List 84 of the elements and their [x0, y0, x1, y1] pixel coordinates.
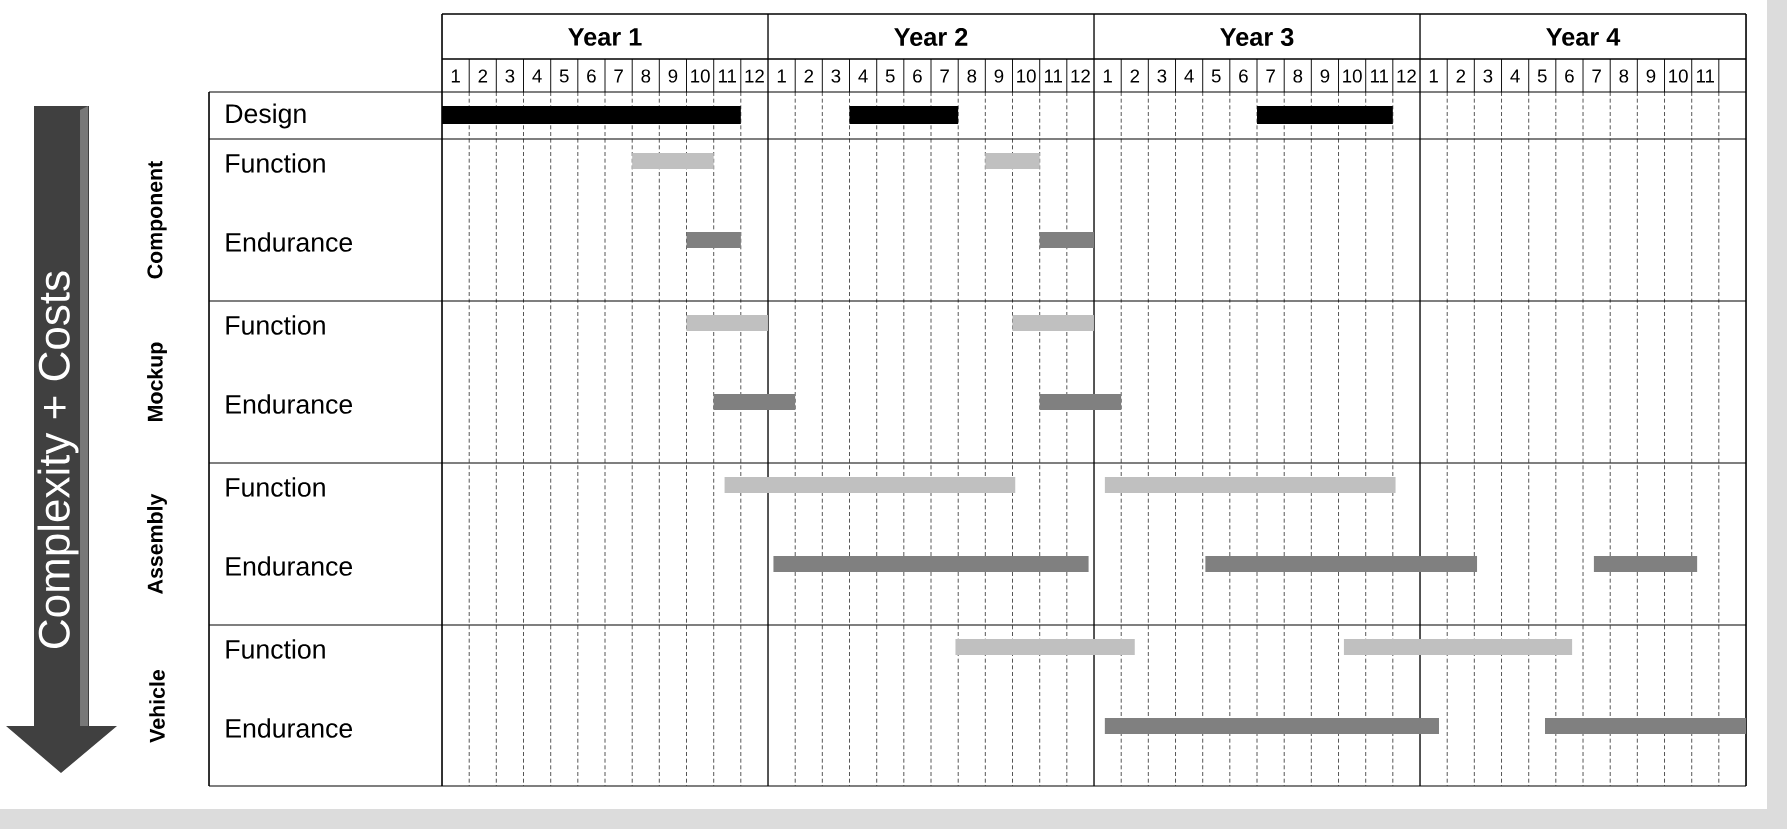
month-number: 5	[1537, 69, 1547, 83]
row-label: Endurance	[226, 556, 353, 576]
month-number: 1	[451, 69, 460, 83]
row-label: Design	[226, 103, 306, 129]
month-number: 5	[559, 69, 569, 83]
month-number: 11	[1044, 69, 1062, 83]
group-label: Component	[147, 161, 167, 279]
gantt-bar	[686, 315, 768, 331]
month-number: 4	[1184, 69, 1194, 83]
month-number: 12	[745, 69, 764, 83]
month-number: 11	[718, 69, 736, 83]
month-number: 2	[804, 69, 814, 83]
month-number: 9	[668, 69, 678, 83]
row-label: Function	[226, 639, 325, 659]
month-number: 11	[1370, 69, 1388, 83]
year-heading: Year 4	[1546, 28, 1621, 46]
month-number: 7	[940, 69, 949, 83]
month-number: 9	[994, 69, 1004, 83]
row-label: Endurance	[226, 718, 353, 738]
month-number: 1	[1103, 69, 1112, 83]
row-label: Function	[226, 315, 325, 335]
month-number: 5	[1211, 69, 1221, 83]
gantt-bar	[1039, 232, 1094, 248]
gantt-bar	[1205, 556, 1478, 572]
month-number: 6	[587, 69, 596, 83]
month-number: 4	[1510, 69, 1520, 83]
month-number: 7	[1592, 69, 1601, 83]
month-number: 7	[614, 69, 623, 83]
gantt-bar	[442, 106, 741, 124]
month-number: 3	[1157, 69, 1167, 83]
gantt-bar	[632, 153, 714, 169]
month-number: 2	[1130, 69, 1140, 83]
month-number: 9	[1320, 69, 1330, 83]
month-number: 8	[1619, 69, 1629, 83]
year-heading: Year 2	[894, 28, 968, 46]
month-number: 12	[1071, 69, 1090, 83]
year-heading: Year 3	[1220, 28, 1294, 46]
gantt-bar	[1593, 556, 1698, 572]
month-number: 12	[1397, 69, 1416, 83]
month-number: 7	[1266, 69, 1275, 83]
gantt-bar	[1545, 718, 1747, 734]
gantt-bar	[985, 153, 1040, 169]
row-label: Function	[226, 477, 325, 497]
month-number: 1	[1429, 69, 1438, 83]
month-number: 3	[1483, 69, 1493, 83]
gantt-bar	[1012, 315, 1094, 331]
month-number: 11	[1696, 69, 1714, 83]
gantt-bar	[773, 556, 1089, 572]
gantt-bar	[724, 477, 1016, 493]
gantt-bar	[955, 639, 1135, 655]
month-number: 10	[691, 69, 710, 83]
month-number: 10	[1017, 69, 1036, 83]
month-number: 6	[1239, 69, 1248, 83]
month-number: 8	[1293, 69, 1303, 83]
month-number: 3	[505, 69, 515, 83]
gantt-bar	[1257, 106, 1393, 124]
row-label: Endurance	[226, 232, 353, 252]
row-label: Function	[226, 153, 325, 173]
month-number: 5	[885, 69, 895, 83]
row-label: Endurance	[226, 394, 353, 414]
month-number: 8	[641, 69, 651, 83]
month-number: 4	[532, 69, 542, 83]
month-number: 1	[777, 69, 786, 83]
group-label: Vehicle	[149, 670, 165, 743]
gantt-bar	[686, 232, 741, 248]
year-heading: Year 1	[568, 28, 642, 46]
gantt-bar	[849, 106, 959, 124]
month-number: 10	[1343, 69, 1362, 83]
gantt-bar	[1104, 477, 1396, 493]
month-number: 3	[831, 69, 841, 83]
month-number: 9	[1646, 69, 1656, 83]
month-number: 8	[967, 69, 977, 83]
month-number: 4	[858, 69, 868, 83]
group-label: Assembly	[147, 493, 167, 594]
month-number: 6	[913, 69, 922, 83]
gantt-bar	[1104, 718, 1439, 734]
month-number: 2	[478, 69, 488, 83]
month-number: 6	[1565, 69, 1574, 83]
month-number: 2	[1456, 69, 1466, 83]
gantt-bar	[1039, 394, 1122, 410]
group-label: Mockup	[147, 342, 167, 421]
gantt-bar	[1343, 639, 1573, 655]
month-number: 10	[1669, 69, 1688, 83]
gantt-bar	[713, 394, 796, 410]
